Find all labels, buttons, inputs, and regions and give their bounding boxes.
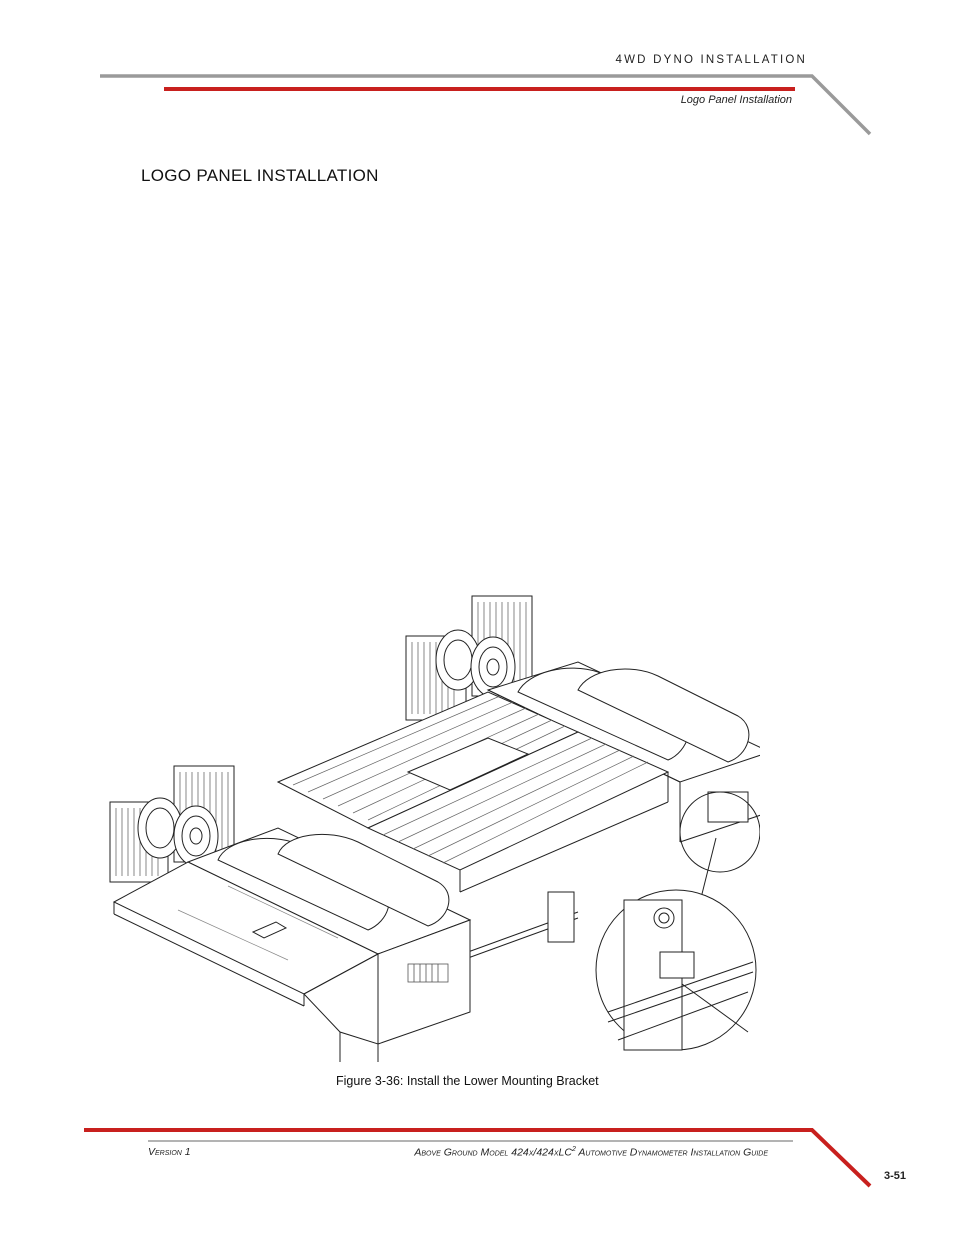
page-number: 3-51 — [883, 1170, 906, 1182]
dyno-drawing — [108, 592, 760, 1068]
running-header-chapter: 4WD DYNO INSTALLATION — [615, 54, 807, 66]
footer-guide-prefix: Above Ground Model 424x/424xLC — [414, 1146, 572, 1159]
detail-callout — [595, 791, 760, 1051]
footer-guide-suffix: Automotive Dynamometer Installation Guid… — [575, 1146, 768, 1159]
bridge-deck — [276, 691, 670, 959]
front-roller-frame — [112, 827, 472, 1062]
dyno-drawing-svg — [109, 595, 760, 1062]
running-header-section: Logo Panel Installation — [680, 94, 792, 106]
footer-guide-superscript: 2 — [571, 1146, 576, 1153]
front-motor-assembly — [109, 765, 235, 883]
footer-guide-title: Above Ground Model 424x/424xLC2 Automoti… — [414, 1146, 768, 1159]
rear-roller-frame — [486, 661, 760, 843]
rear-motor-assembly — [405, 595, 533, 721]
page-title: LOGO PANEL INSTALLATION — [141, 166, 379, 185]
figure-caption: Figure 3-36: Install the Lower Mounting … — [336, 1074, 599, 1088]
footer-version: Version 1 — [148, 1146, 191, 1158]
